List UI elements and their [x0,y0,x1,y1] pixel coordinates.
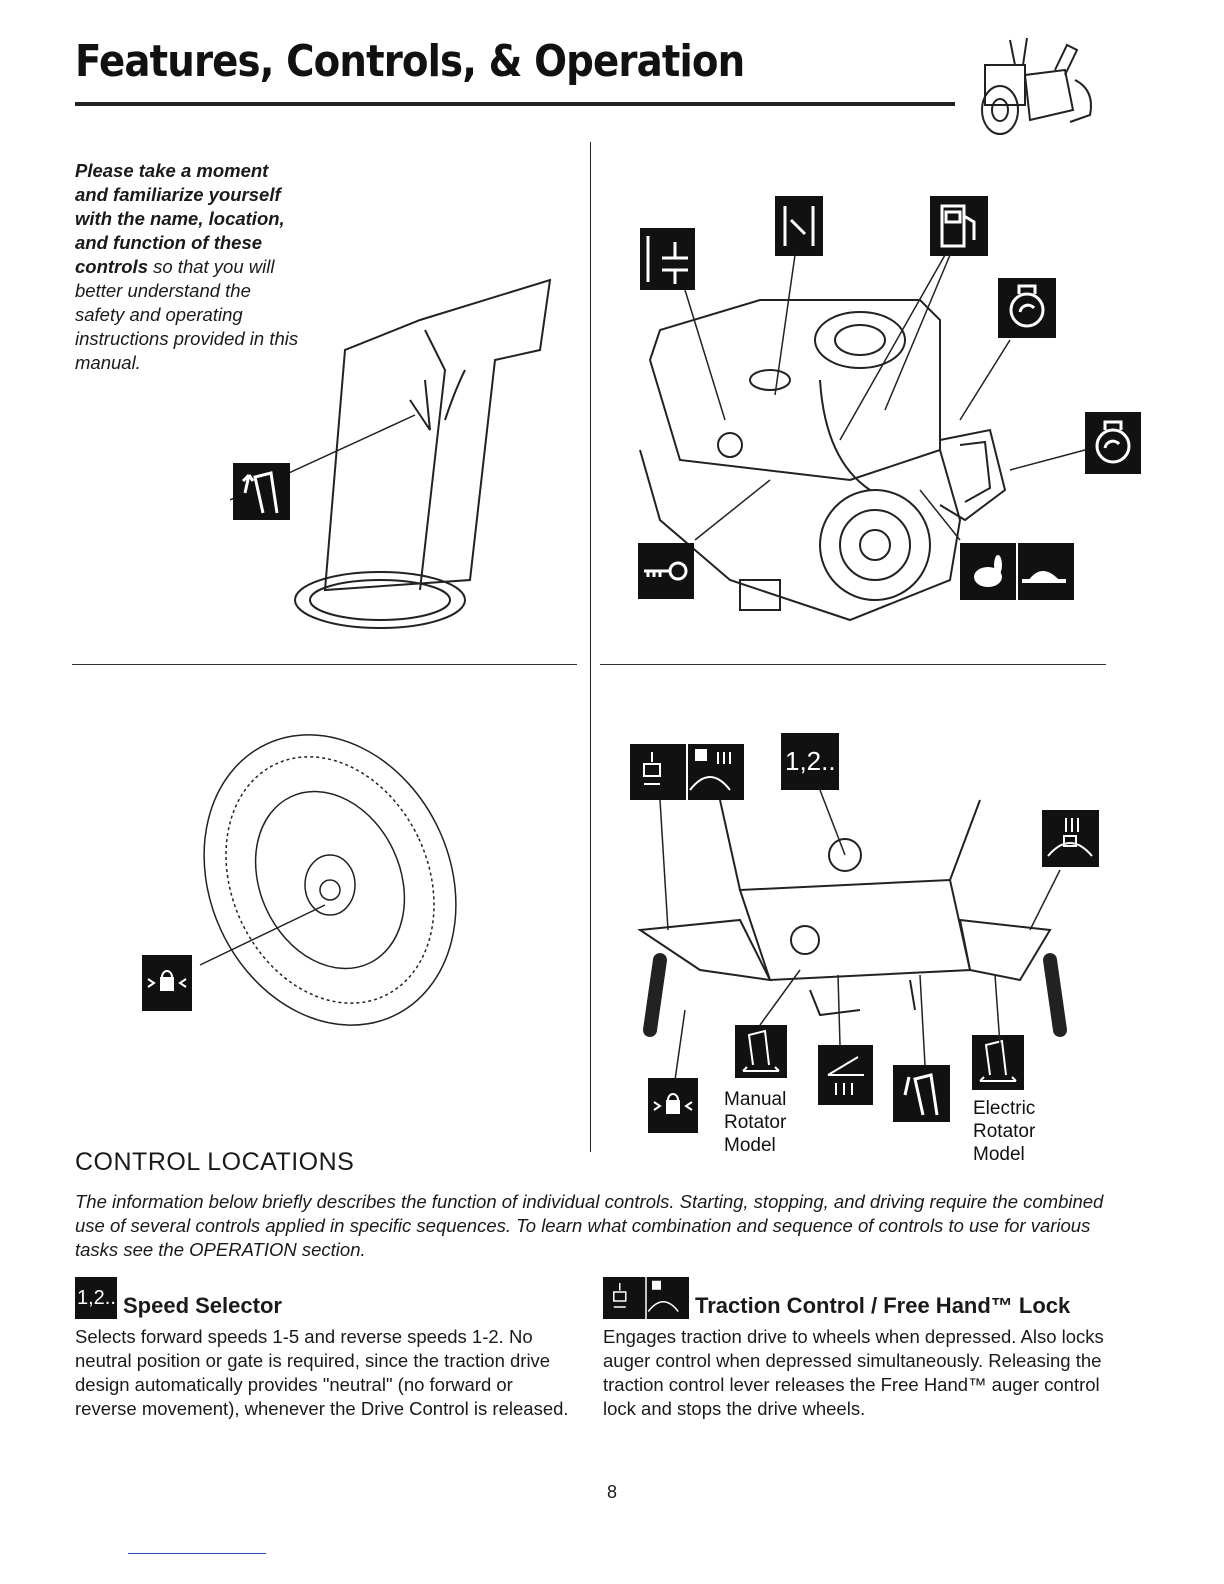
speed-selector-badge-icon: 1,2.. [75,1277,117,1319]
speed-selector-title: Speed Selector [123,1293,282,1318]
info-paragraph: The information below briefly describes … [75,1191,1104,1260]
traction-control-title: Traction Control / Free Hand™ Lock [695,1293,1071,1318]
snowblower-icon [955,30,1105,140]
horizontal-divider-right [600,664,1106,665]
traction-control-icon [630,744,744,800]
speed-selector-icon: 1,2.. [781,733,839,790]
page-title: Features, Controls, & Operation [75,36,745,87]
choke-icon [640,228,695,290]
title-rule [75,102,955,106]
engine-illustration [620,220,1100,630]
throttle-icon [775,196,823,256]
chute-rotator-icon [735,1025,787,1078]
manual-rotator-label: Manual Rotator Model [724,1089,787,1156]
engine-pointer-lines [684,254,1086,541]
chute-illustration [229,270,570,650]
recoil-starter-icon [1085,412,1141,474]
ignition-key-icon [638,543,694,599]
traction-control-body: Engages traction drive to wheels when de… [603,1326,1104,1419]
panel-pointer-lines [659,789,1061,1081]
speed-selector-section: 1,2.. Speed Selector Selects forward spe… [75,1277,575,1421]
footer-link-line [128,1553,266,1554]
control-panel-illustration [620,780,1090,1100]
traction-control-section: Traction Control / Free Hand™ Lock Engag… [603,1277,1113,1421]
wheel-illustration [140,700,580,1060]
chute-deflector-control-icon [893,1065,950,1122]
horizontal-divider-left [72,664,577,665]
wheel-lock-handle-icon [648,1078,698,1133]
traction-control-section-icon [603,1277,689,1319]
vertical-divider [590,142,591,1152]
primer-icon [998,278,1056,338]
speed-selector-body: Selects forward speeds 1-5 and reverse s… [75,1326,569,1419]
chute-deflector-icon [233,463,290,520]
auger-control-icon [1042,810,1099,867]
fuel-icon [930,196,988,256]
control-locations-heading: CONTROL LOCATIONS [75,1148,355,1176]
wheel-lock-icon [142,955,192,1011]
chute-deflector-crank-icon [818,1045,873,1105]
rabbit-turtle-icon [960,543,1074,600]
intro-text: Please take a moment and familiarize you… [75,159,299,373]
electric-chute-rotator-icon [972,1035,1024,1090]
electric-rotator-label: Electric Rotator Model [973,1098,1036,1165]
page-number: 8 [606,1482,617,1502]
